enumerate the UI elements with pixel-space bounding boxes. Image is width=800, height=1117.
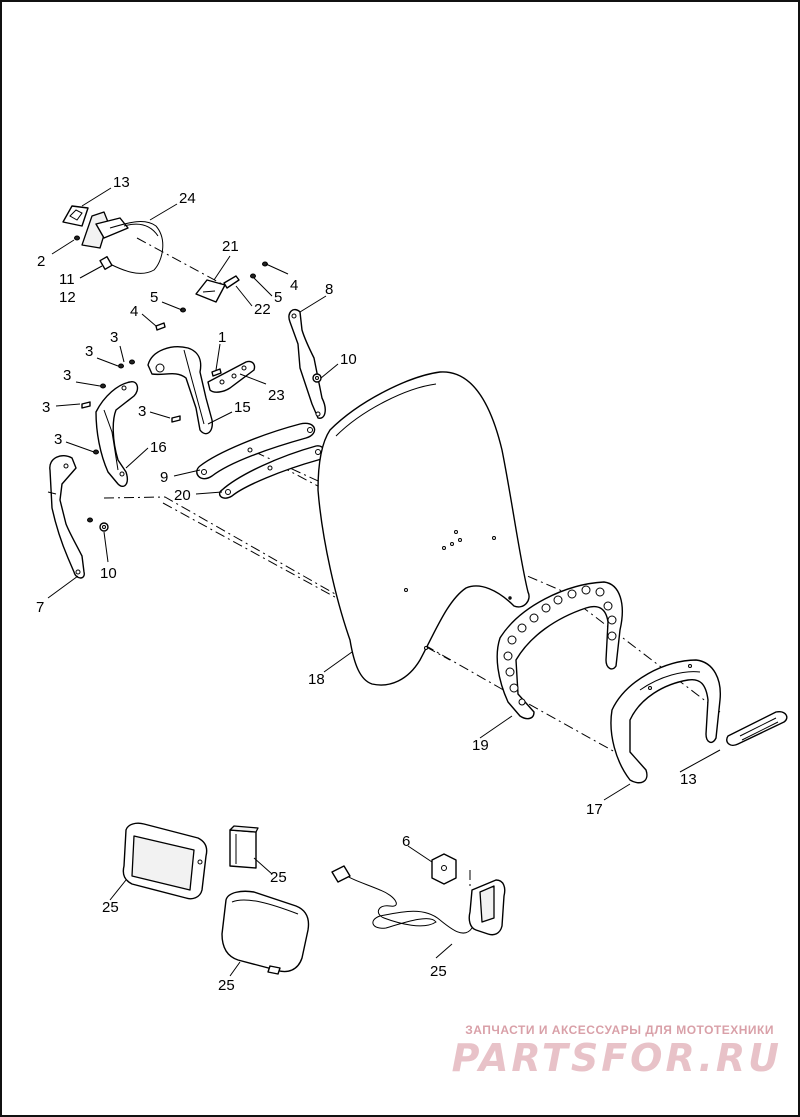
part-8-right-bracket [288, 308, 326, 419]
callout-5-left: 5 [150, 289, 158, 306]
callout-3-e: 3 [138, 403, 146, 420]
part-9-strap [196, 422, 316, 480]
part-15-mount-arm [147, 346, 214, 435]
callout-9: 9 [160, 469, 168, 486]
part-19-trim-frame [496, 581, 623, 720]
callout-5-right: 5 [274, 289, 282, 306]
part-6-mount-clip [431, 853, 457, 885]
callout-19: 19 [472, 737, 489, 754]
callout-17: 17 [586, 801, 603, 818]
callout-10-right: 10 [340, 351, 357, 368]
part-20-strap [218, 445, 326, 499]
trim-frame-holes [503, 585, 617, 706]
part-10-washer-right [312, 373, 322, 383]
part-7-left-bracket [47, 454, 85, 579]
callout-4-right: 4 [290, 277, 298, 294]
part-2-screw [74, 235, 80, 241]
callout-18: 18 [308, 671, 325, 688]
callout-20: 20 [174, 487, 191, 504]
callout-7: 7 [36, 599, 44, 616]
callout-11: 11 [59, 271, 75, 288]
callout-3-d: 3 [42, 399, 50, 416]
callout-3-c: 3 [63, 367, 71, 384]
callout-25-charger: 25 [430, 963, 447, 980]
part-13-upper-plate [62, 205, 89, 227]
watermark-caption: ЗАПЧАСТИ И АКСЕССУАРЫ ДЛЯ МОТОТЕХНИКИ [465, 1023, 774, 1037]
leader-lines [47, 187, 721, 977]
callout-3-f: 3 [54, 431, 62, 448]
callout-8: 8 [325, 281, 333, 298]
callout-21: 21 [222, 238, 239, 255]
callout-3-a: 3 [110, 329, 118, 346]
callout-12: 12 [59, 289, 76, 306]
callout-13-upper: 13 [113, 174, 130, 191]
screws-3-group [81, 359, 181, 455]
callout-16: 16 [150, 439, 167, 456]
callout-10-left: 10 [100, 565, 117, 582]
part-24-switch-harness [81, 211, 164, 274]
part-23-mount-plate [207, 360, 256, 393]
callout-25-gps: 25 [102, 899, 119, 916]
callout-6: 6 [402, 833, 410, 850]
callout-25-case: 25 [218, 977, 235, 994]
part-25-battery [229, 825, 259, 869]
part-17-outer-trim [610, 659, 721, 784]
part-18-windshield [317, 371, 530, 686]
callout-1: 1 [218, 329, 226, 346]
callout-2: 2 [37, 253, 45, 270]
part-22-pin [223, 275, 240, 289]
part-25-charger [331, 865, 506, 936]
part-25-gps-unit [122, 822, 208, 900]
callout-23: 23 [268, 387, 285, 404]
part-25-carry-case [221, 890, 310, 975]
part-1-screw [211, 368, 222, 377]
part-13-lower-strip [726, 710, 788, 746]
watermark-logo: PARTSFOR.RU [451, 1036, 782, 1080]
callout-4-left: 4 [130, 303, 138, 320]
callout-15: 15 [234, 399, 251, 416]
callout-25-battery: 25 [270, 869, 287, 886]
callout-3-b: 3 [85, 343, 93, 360]
callout-24: 24 [179, 190, 196, 207]
part-16-left-arm [95, 381, 139, 488]
callout-22: 22 [254, 301, 271, 318]
part-10-washer-left [87, 517, 109, 532]
screws-4-5-group [155, 261, 268, 331]
callout-13-lower: 13 [680, 771, 697, 788]
part-21-bracket [195, 279, 226, 303]
callout-labels: 13 24 2 11 12 21 4 5 22 5 4 8 10 1 23 15… [36, 174, 697, 994]
